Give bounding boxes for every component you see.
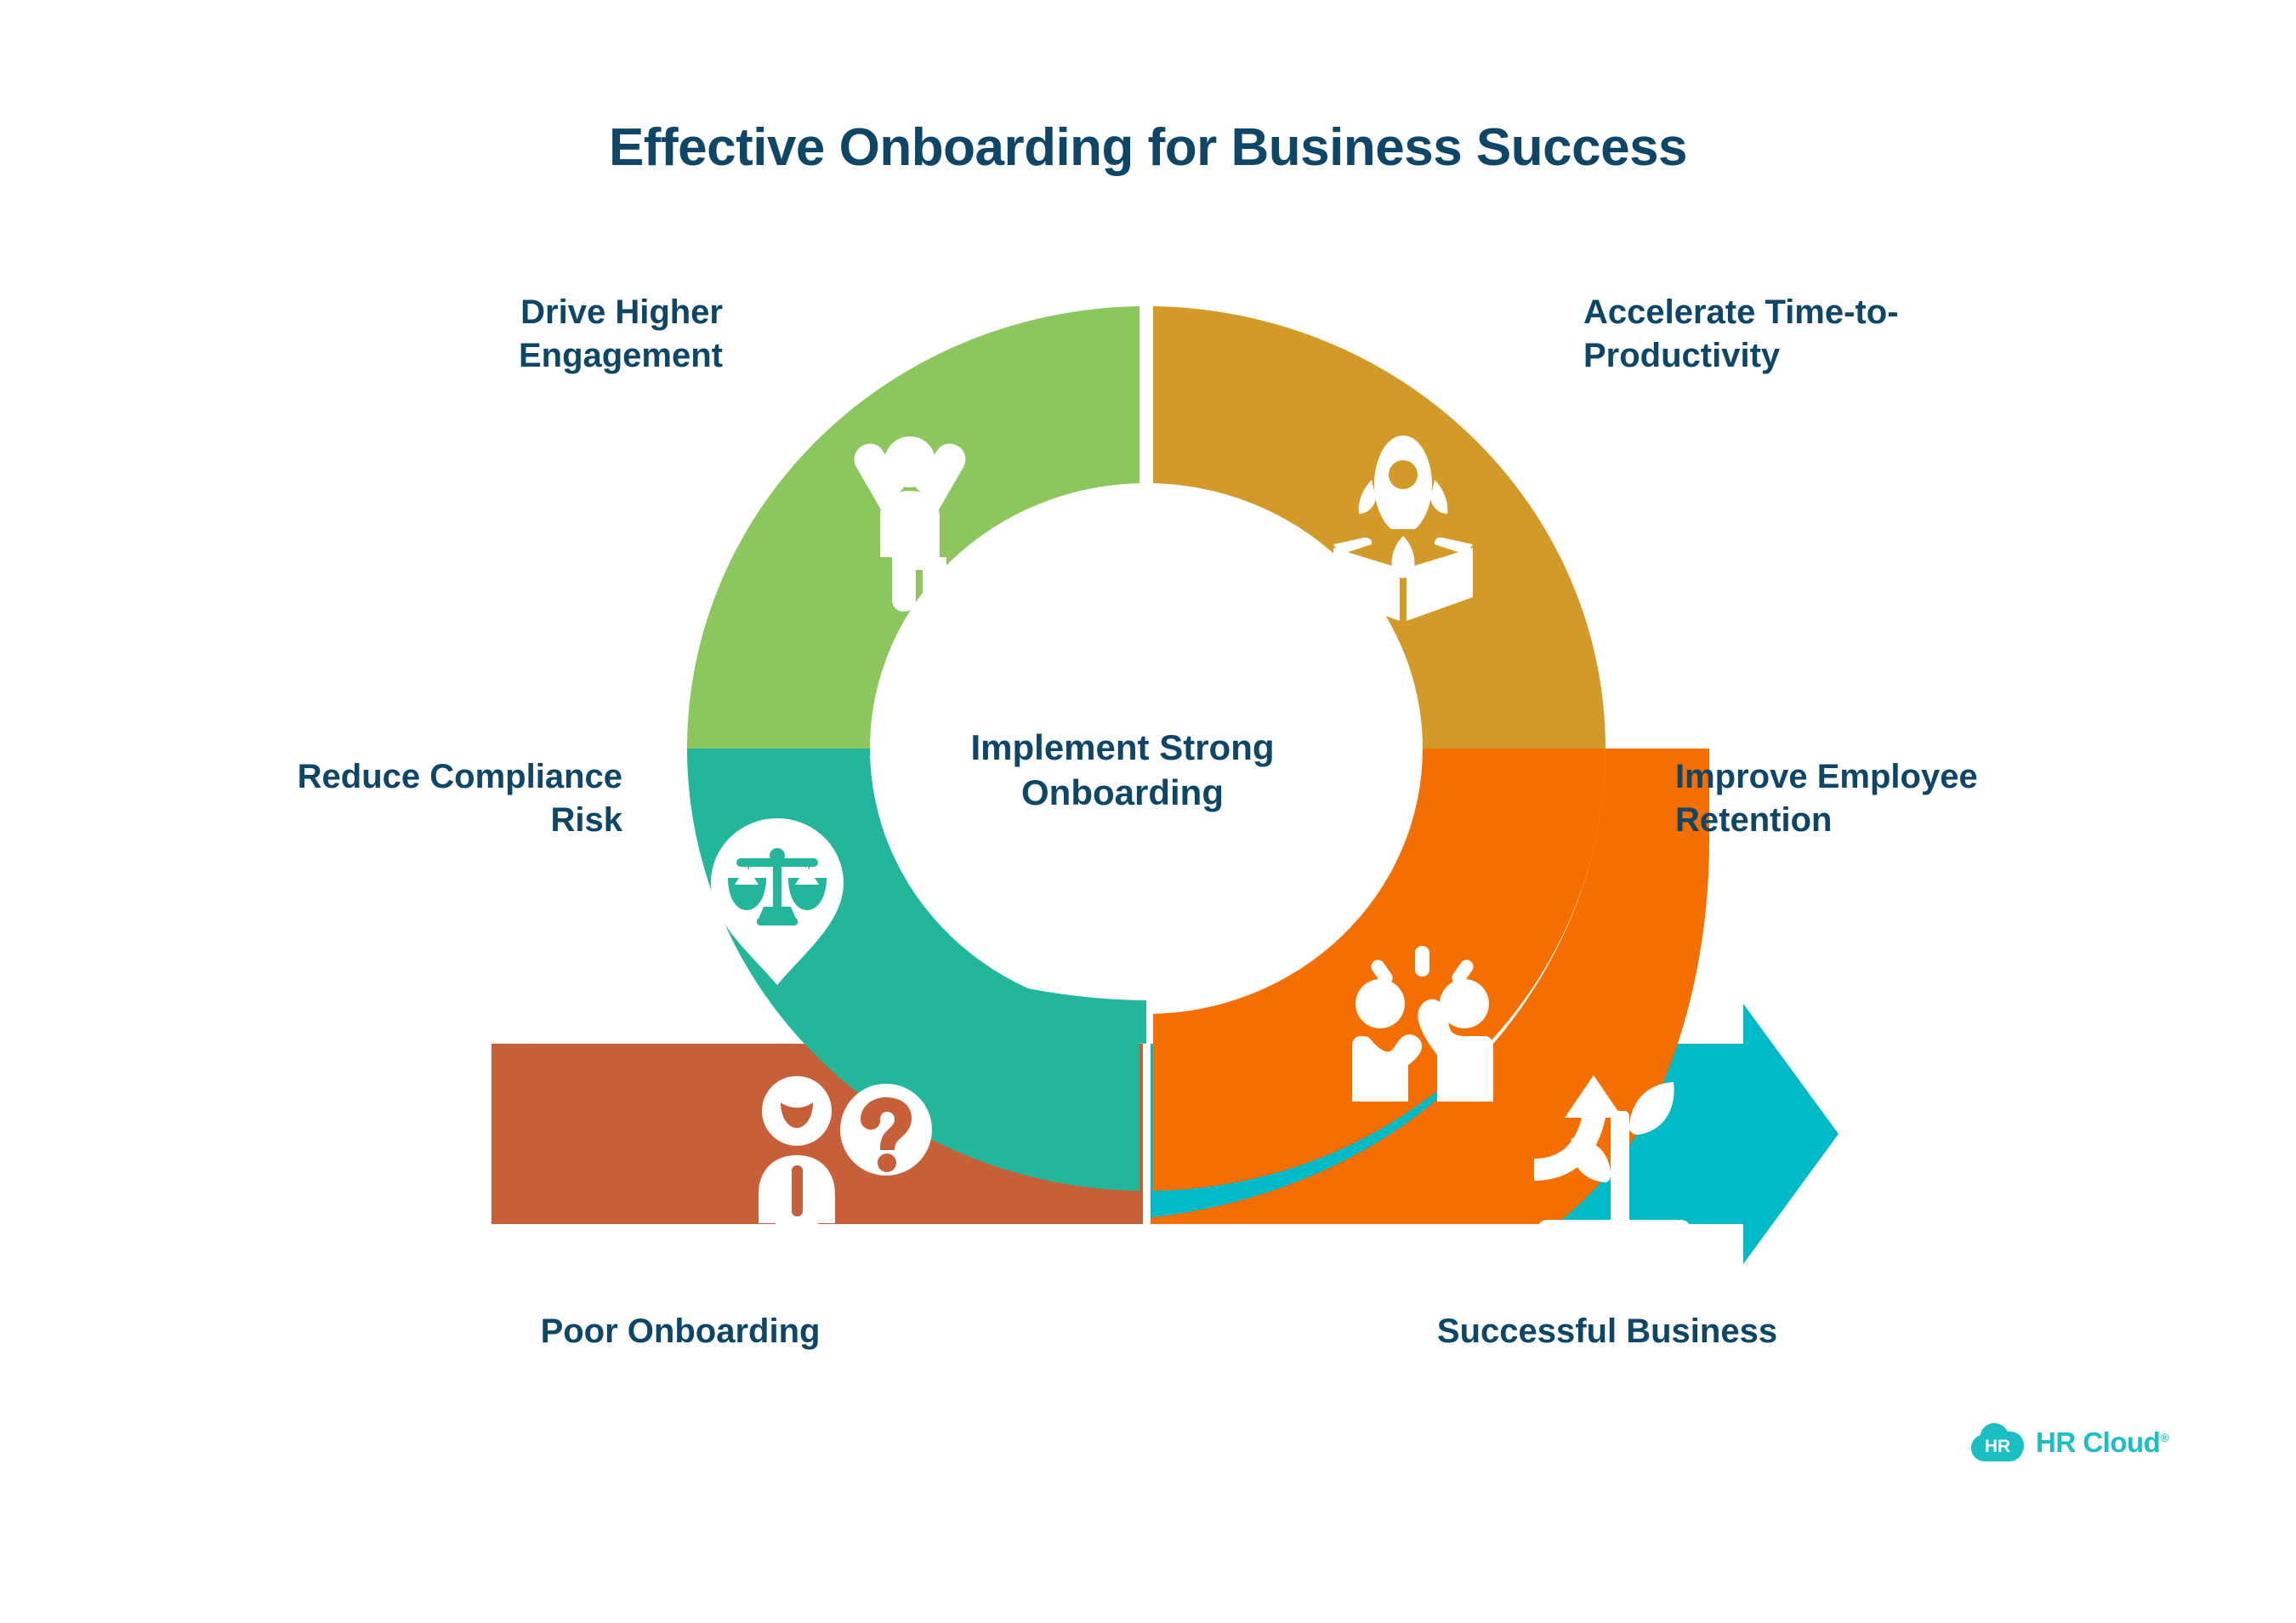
label-improve-employee-retention: Improve Employee Retention	[1675, 755, 2151, 842]
segment-dividers	[1143, 299, 1151, 1224]
label-line-2: Engagement	[518, 337, 723, 375]
center-line-2: Onboarding	[1021, 772, 1224, 813]
cloud-badge-icon: HR	[1971, 1423, 2024, 1461]
person-raised-arms-icon	[854, 436, 966, 612]
confused-person-question-icon	[759, 1076, 932, 1271]
scales-shield-icon	[711, 818, 844, 985]
page-title: Effective Onboarding for Business Succes…	[608, 118, 1688, 177]
rocket-launch-box-icon	[1333, 436, 1473, 621]
label-line-1: Improve Employee	[1675, 758, 1978, 795]
label-successful-business: Successful Business	[1436, 1313, 1778, 1350]
label-line-2: Productivity	[1583, 337, 1781, 375]
logo-name: HR Cloud	[2036, 1427, 2161, 1458]
center-label: Implement Strong Onboarding	[884, 725, 1361, 816]
label-drive-higher-engagement: Drive Higher Engagement	[281, 291, 723, 378]
label-poor-onboarding: Poor Onboarding	[540, 1313, 821, 1350]
high-five-people-icon	[1352, 946, 1493, 1102]
hr-cloud-logo: HR HR Cloud®	[1971, 1422, 2169, 1463]
label-line-2: Risk	[550, 801, 623, 840]
label-line-1: Accelerate Time-to-	[1583, 293, 1899, 331]
label-reduce-compliance-risk: Reduce Compliance Risk	[153, 755, 622, 842]
label-accelerate-time-to-productivity: Accelerate Time-to- Productivity	[1583, 291, 2060, 378]
logo-wordmark: HR Cloud®	[2036, 1427, 2169, 1459]
center-line-1: Implement Strong	[970, 727, 1275, 767]
label-line-2: Retention	[1675, 801, 1833, 840]
label-line-1: Reduce Compliance	[297, 758, 622, 795]
label-line-1: Drive Higher	[520, 293, 723, 331]
logo-badge-text: HR	[1985, 1437, 2010, 1456]
logo-trademark: ®	[2160, 1431, 2169, 1444]
growing-plant-arrow-icon	[1534, 1075, 1691, 1239]
